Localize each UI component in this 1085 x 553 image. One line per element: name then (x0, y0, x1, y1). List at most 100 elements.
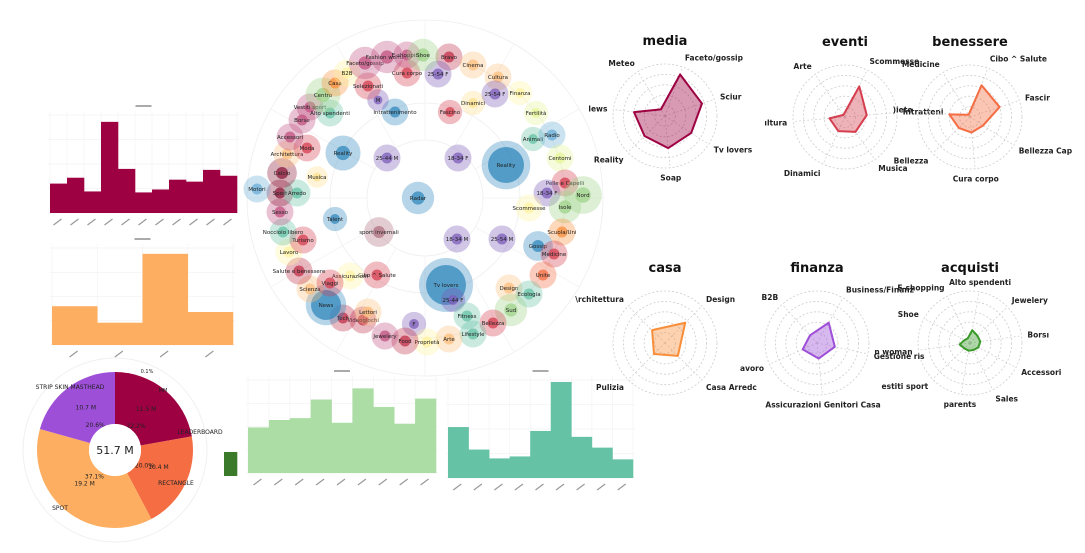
bubble: Salute e benessere (273, 257, 326, 285)
bubble: Lavoro (275, 238, 303, 266)
radar-axis (664, 342, 703, 381)
radar-axis-label: Sales (995, 395, 1018, 404)
bubble-label: Scuola/Uni (547, 230, 577, 236)
x-tick-label (494, 483, 503, 491)
bubble-core (487, 317, 499, 329)
bubble: sport invernali (359, 217, 399, 247)
bubble-label: Accessori (277, 135, 303, 141)
x-tick-label (205, 350, 214, 358)
bubble-label: Viaggi (321, 281, 339, 287)
bar (220, 175, 238, 213)
bubble-core (409, 319, 419, 329)
radar-grid-ring (917, 290, 1023, 396)
radar-axis (969, 100, 1020, 118)
bubble: Fertilità (523, 100, 549, 126)
x-tick-label (206, 218, 215, 226)
radar-eventi: eventiScommesseIntratteniMusicaDinamiciı… (764, 35, 943, 178)
radar-grid-ring (938, 311, 1002, 375)
radar-axis-label: Accessori (1021, 368, 1061, 377)
bubble-label: Jewelery (372, 334, 397, 340)
bubble: M (367, 89, 389, 111)
bubble: 18-34 F (533, 179, 561, 207)
bubble: Medicine (540, 240, 568, 268)
radar-axis-label: Design (706, 295, 735, 304)
radar-grid-ring (795, 321, 839, 365)
bubble: Bellezza (479, 309, 507, 337)
radar-axis (969, 291, 980, 344)
bubble-label: Fitness (457, 314, 476, 320)
bubble-core (523, 202, 535, 214)
bubble-label: Alto spendenti (310, 111, 350, 117)
x-tick-label (378, 478, 388, 486)
bubble-core (416, 48, 430, 62)
slice-percent-label: 20.0% (135, 462, 154, 469)
radar-grid-ring (623, 300, 708, 385)
bubble: Proprietà (413, 328, 441, 356)
bubble-label: Cultura (488, 75, 508, 81)
bubble-label: Borse (294, 118, 310, 124)
bubble-core (324, 107, 336, 119)
radar-grid-ring (813, 85, 877, 149)
bar (530, 430, 552, 478)
bubble: Dinamici (460, 90, 485, 116)
radar-axis (664, 305, 703, 344)
bar (203, 169, 221, 213)
bar (448, 427, 469, 478)
bubble-label: 25-54 M (491, 237, 514, 243)
bubble: Musica (306, 166, 328, 188)
radar-axis-label: Faceto/gossip (685, 54, 744, 63)
radar-axis (664, 115, 709, 145)
bubble-core (467, 59, 479, 71)
radar-axis (816, 342, 868, 355)
radar-title: acquisti (941, 261, 999, 276)
bubble-core (523, 288, 535, 300)
x-tick-label (159, 350, 169, 358)
slice-name-label: STRIP SKIN MASTHEAD (36, 384, 105, 391)
radar-polygon (651, 321, 687, 357)
bubble-core (528, 134, 538, 144)
bubble: Ecologia (515, 280, 543, 308)
radar-axis (923, 318, 971, 344)
bubble-label: Centomi (548, 156, 572, 162)
bubble-core (358, 56, 372, 70)
slice-name-label: MM (159, 388, 168, 394)
bubble-core (541, 187, 553, 199)
radar-axis (969, 116, 1014, 146)
bubble-core (277, 226, 289, 238)
radar-axis (613, 109, 666, 117)
bubble-label: Bravo (441, 55, 458, 61)
radar-axis-label: Dinamici (784, 169, 821, 178)
bubble: 25-44 F (440, 287, 466, 313)
bubble: 25-54 F (424, 60, 452, 88)
x-tick-label (420, 478, 429, 486)
bubble-label: Scienza (299, 287, 320, 293)
bubble-label: Selezionati (353, 84, 384, 90)
radar-grid-ring (928, 75, 1013, 159)
bubble-core (371, 269, 383, 281)
bubble: Animali (520, 126, 546, 152)
radar-axis-label: Pulizia (596, 383, 624, 392)
radar-axis (627, 115, 666, 153)
bar (84, 191, 102, 213)
bar (142, 253, 189, 345)
bubble: Isole (548, 190, 582, 224)
bar (509, 456, 531, 478)
radar-axis-label: Casa Arredc (706, 383, 757, 392)
bubble-label: Reality (497, 163, 517, 169)
bubble-core (373, 95, 383, 105)
x-tick-label (69, 350, 78, 358)
bubble-label: Cura corpo (392, 71, 423, 77)
radar-grid-ring (764, 290, 870, 396)
radar-axis-label: Tv lovers (714, 146, 753, 155)
bubble-label: Lettori (359, 310, 377, 316)
bubble-core (341, 67, 353, 79)
bubble-core (379, 330, 391, 342)
slice-percent-label: 20.6% (86, 422, 105, 429)
bubble-label: Fashion woman (366, 55, 409, 61)
bubble: Moda (293, 134, 321, 162)
bubble-core (559, 177, 571, 189)
x-tick-label (53, 218, 62, 226)
bar (550, 381, 572, 478)
bubble-core (372, 225, 386, 239)
bubble-core (330, 214, 340, 224)
